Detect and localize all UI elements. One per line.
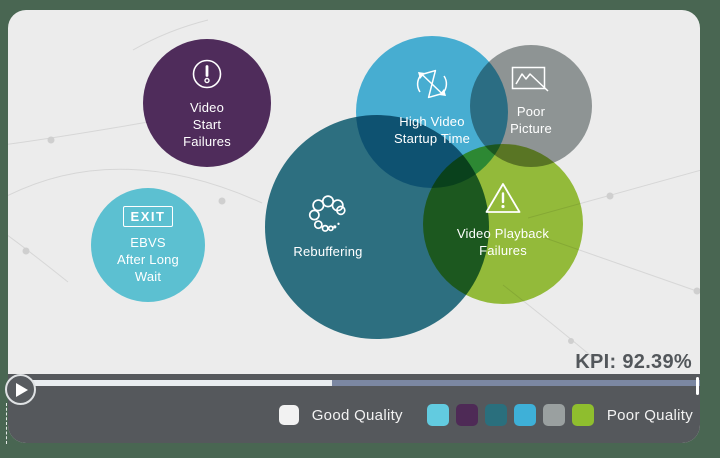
warning-triangle-icon (485, 182, 521, 213)
bubble-label: Video Start Failures (183, 100, 231, 149)
bubble-video-start-failures: Video Start Failures (143, 39, 271, 167)
poor-quality-label: Poor Quality (606, 406, 693, 424)
poor-quality-swatch-gray (542, 404, 565, 426)
bubble-label: High Video Startup Time (393, 113, 471, 146)
poor-quality-swatch-green (571, 404, 594, 426)
play-button[interactable] (5, 374, 36, 405)
poor-quality-swatch-blue (513, 404, 536, 426)
progress-track[interactable] (8, 380, 700, 386)
hourglass-sync-icon (416, 69, 448, 98)
bubble-label: Rebuffering (293, 244, 363, 259)
bubble-poor-picture: Poor Picture (470, 39, 592, 161)
good-quality-label: Good Quality (311, 406, 403, 424)
spinner-icon (308, 195, 346, 232)
bubble-label: Video Playback Failures (456, 225, 550, 258)
progress-end-marker[interactable] (696, 377, 699, 395)
play-icon (16, 382, 28, 397)
good-quality-swatch (278, 405, 299, 425)
playhead-dashed-line (6, 403, 7, 444)
ebvs-circle (91, 188, 205, 302)
quality-legend: Good Quality Poor Quality (278, 403, 693, 427)
picture-icon (511, 66, 549, 92)
video-quality-card: Video Start Failures EXIT EBVS After Lon… (8, 10, 700, 443)
alert-circle-icon (192, 59, 222, 89)
bubble-video-playback-failures: Video Playback Failures (423, 138, 583, 298)
poor-quality-swatch-purple (455, 404, 478, 426)
poor-quality-swatch-cyan (426, 404, 449, 426)
exit-sign-icon: EXIT (122, 205, 174, 227)
kpi-value: KPI: 92.39% (575, 351, 692, 373)
video-playback-circle (423, 144, 583, 304)
poor-quality-swatch-teal (484, 404, 507, 426)
bubble-rebuffering: Rebuffering (216, 115, 440, 339)
bubble-ebvs-after-long-wait: EXIT EBVS After Long Wait (91, 188, 205, 302)
bubble-high-video-startup-time: High Video Startup Time (356, 28, 508, 180)
bubble-label: EBVS After Long Wait (117, 234, 179, 284)
progress-elapsed (8, 380, 332, 386)
bubble-label: Poor Picture (510, 103, 552, 136)
player-bar: Good Quality Poor Quality (8, 374, 700, 443)
